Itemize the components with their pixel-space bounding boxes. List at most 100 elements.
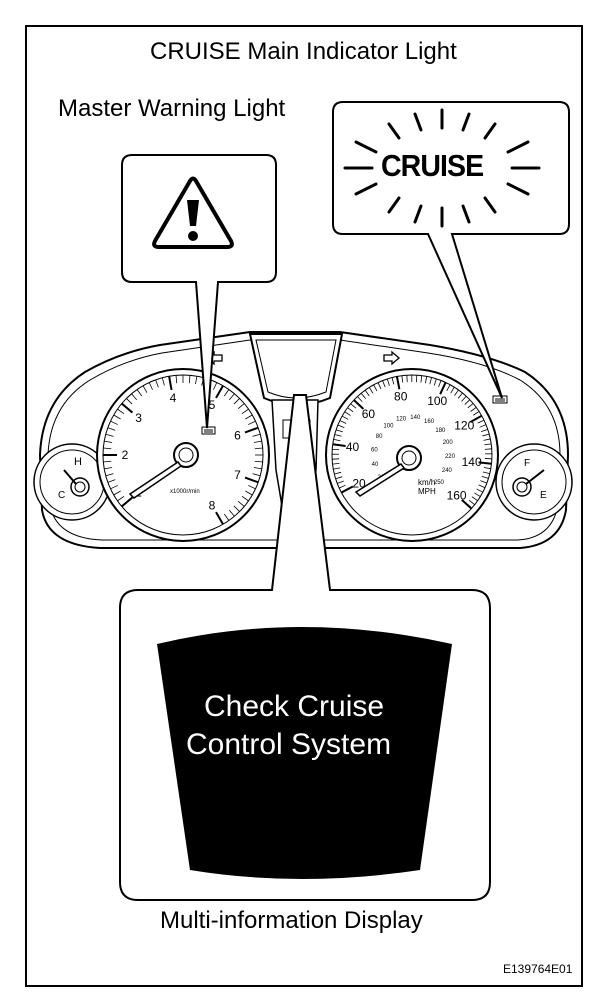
tach-minor-tick (175, 375, 178, 384)
speed-major-tick (469, 414, 483, 423)
speed-minor-tick (391, 377, 395, 385)
tach-minor-tick (113, 490, 121, 496)
speed-minor-tick (386, 378, 390, 386)
tach-number: 8 (209, 498, 216, 512)
tach-major-tick (215, 385, 224, 399)
tach-number: 5 (209, 398, 216, 412)
speed-mph-number: 120 (454, 419, 474, 433)
speed-minor-tick (335, 429, 343, 433)
tach-minor-tick (136, 389, 143, 397)
tach-minor-tick (245, 414, 253, 420)
speed-minor-tick (373, 384, 378, 392)
tach-major-tick (121, 402, 134, 414)
speed-mph-number: 40 (346, 440, 360, 454)
tach-minor-tick (254, 460, 263, 463)
speed-minor-tick (480, 480, 488, 484)
speed-minor-tick (483, 467, 491, 470)
right-turn-arrow-icon (383, 350, 400, 366)
speed-mph-number: 140 (462, 455, 482, 469)
tach-minor-tick (161, 377, 165, 386)
multi-info-display-screen (157, 627, 452, 879)
speed-major-tick (478, 461, 492, 465)
tach-minor-tick (103, 460, 112, 463)
speed-minor-tick (341, 415, 349, 420)
tach-minor-tick (223, 513, 230, 521)
speed-minor-tick (479, 424, 487, 428)
speed-unit-kmh: km/h (418, 478, 435, 487)
tach-number: 3 (135, 411, 142, 425)
tach-major-tick (168, 376, 173, 391)
multi-info-display-label: Multi-information Display (160, 907, 423, 934)
figure-id: E139764E01 (503, 962, 573, 976)
speed-minor-tick (357, 396, 363, 402)
speed-kmh-number: 160 (424, 419, 435, 425)
speed-kmh-number: 120 (396, 417, 407, 423)
cruise-light-rays (343, 108, 541, 228)
tach-minor-tick (110, 420, 118, 425)
tach-minor-tick (245, 490, 253, 496)
speed-needle (354, 463, 406, 497)
tach-minor-tick (107, 479, 116, 483)
tach-number: 7 (234, 468, 241, 482)
speed-mph-number: 20 (352, 476, 366, 490)
tach-minor-tick (252, 433, 261, 437)
speed-minor-tick (368, 387, 374, 394)
speed-minor-tick (364, 389, 370, 397)
tach-minor-tick (253, 467, 262, 470)
speed-kmh-number: 140 (410, 415, 421, 421)
speed-major-tick (340, 485, 354, 494)
speed-minor-tick (470, 407, 477, 412)
tach-minor-tick (195, 376, 198, 385)
cruise-lamp-text: CRUISE (381, 148, 484, 183)
speed-minor-tick (482, 471, 490, 474)
tach-major-tick (244, 476, 259, 484)
speed-minor-tick (339, 420, 347, 424)
speed-minor-tick (360, 392, 366, 399)
fuel-empty-label: E (540, 490, 547, 501)
speed-minor-tick (478, 484, 486, 489)
tach-minor-tick (155, 379, 159, 388)
speed-major-tick (461, 499, 473, 510)
speed-minor-tick (468, 500, 475, 506)
speed-minor-tick (467, 403, 474, 409)
speed-kmh-number: 250 (434, 480, 445, 486)
tach-minor-tick (117, 408, 125, 415)
tach-minor-tick (241, 495, 249, 502)
temp-high-label: H (74, 456, 82, 468)
speed-minor-tick (433, 378, 437, 386)
tach-minor-tick (223, 389, 230, 397)
speed-minor-tick (333, 438, 341, 442)
tach-needle (128, 460, 183, 499)
fuel-gauge: F E (495, 443, 573, 521)
speed-major-tick (332, 443, 346, 447)
master-warning-callout (121, 154, 277, 429)
speed-minor-tick (382, 380, 386, 388)
tach-major-tick (244, 426, 259, 434)
speed-minor-tick (461, 395, 467, 402)
speed-kmh-number: 40 (372, 462, 379, 468)
speed-major-tick (353, 399, 365, 410)
tach-minor-tick (188, 375, 191, 384)
speed-minor-tick (332, 448, 340, 451)
tach-minor-tick (233, 505, 240, 512)
speed-major-tick (395, 376, 401, 390)
speed-unit-mph: MPH (418, 487, 436, 496)
tach-minor-tick (113, 414, 121, 420)
speed-minor-tick (334, 471, 342, 475)
cluster-inner-rim (47, 339, 561, 541)
speed-minor-tick (471, 496, 478, 502)
tach-minor-tick (254, 447, 263, 450)
speed-minor-tick (477, 419, 485, 424)
speed-minor-tick (474, 492, 481, 497)
display-message-line-1: Check Cruise (204, 690, 385, 723)
speed-kmh-number: 200 (443, 440, 454, 446)
speed-minor-tick (338, 484, 346, 489)
speed-minor-tick (473, 411, 480, 416)
tach-minor-tick (117, 495, 125, 502)
speed-minor-tick (429, 377, 432, 385)
speed-minor-tick (457, 392, 463, 399)
speed-minor-tick (344, 411, 351, 416)
speed-minor-tick (334, 434, 342, 437)
tach-minor-tick (105, 473, 114, 477)
